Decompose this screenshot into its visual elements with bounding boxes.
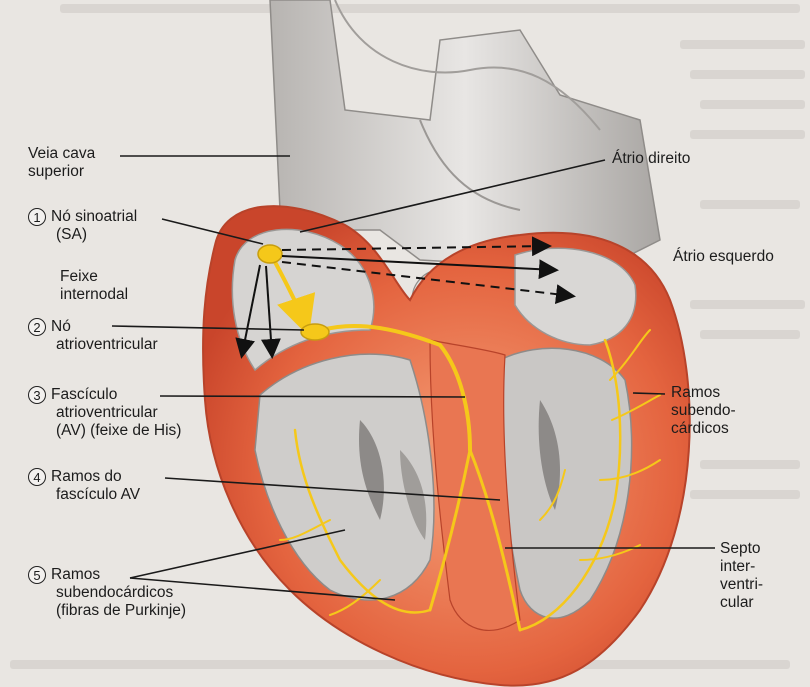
label-sa-line1: Nó sinoatrial [51,208,137,225]
label-atrio-esquerdo-text: Átrio esquerdo [673,248,774,265]
label-purk-line3: (fibras de Purkinje) [28,602,186,620]
label-vena-cava-line2: superior [28,163,95,181]
label-septo-line2: inter- [720,558,763,576]
label-rs-line2: subendo- [671,402,736,420]
label-septo-line3: ventri- [720,576,763,594]
label-fasc-line2: atrioventricular [28,404,181,422]
label-feixe-internodal: Feixe internodal [60,268,128,304]
number-badge-5: 5 [28,566,46,584]
label-ramos-line1: Ramos do [51,468,122,485]
number-badge-1: 1 [28,208,46,226]
number-badge-3: 3 [28,386,46,404]
label-purk-line2: subendocárdicos [28,584,186,602]
label-ramos-line2: fascículo AV [28,486,140,504]
label-atrio-direito: Átrio direito [612,150,690,168]
label-ramos-fasciculo: 4 Ramos do fascículo AV [28,468,140,504]
heart-myocardium [203,206,690,686]
label-feixe-line2: internodal [60,286,128,304]
label-atrio-direito-text: Átrio direito [612,150,690,167]
number-badge-2: 2 [28,318,46,336]
label-septo-line1: Septo [720,540,763,558]
label-sinoatrial-node: 1 Nó sinoatrial (SA) [28,208,137,244]
label-purk-line1: Ramos [51,566,100,583]
label-av-line2: atrioventricular [28,336,158,354]
number-badge-4: 4 [28,468,46,486]
sinoatrial-node [258,245,282,263]
label-fasc-line3: (AV) (feixe de His) [28,422,181,440]
label-septo-line4: cular [720,594,763,612]
label-vena-cava: Veia cava superior [28,145,95,181]
label-purkinje: 5 Ramos subendocárdicos (fibras de Purkin… [28,566,186,620]
label-av-node: 2 Nó atrioventricular [28,318,158,354]
label-ramos-subendocardicos: Ramos subendo- cárdicos [671,384,736,438]
label-rs-line3: cárdicos [671,420,736,438]
label-av-line1: Nó [51,318,71,335]
atrioventricular-node [301,324,329,340]
label-atrio-esquerdo: Átrio esquerdo [673,248,774,266]
label-septo: Septo inter- ventri- cular [720,540,763,612]
label-sa-line2: (SA) [28,226,137,244]
label-fasc-line1: Fascículo [51,386,117,403]
label-fasciculo-av: 3 Fascículo atrioventricular (AV) (feixe … [28,386,181,440]
label-feixe-line1: Feixe [60,268,128,286]
label-rs-line1: Ramos [671,384,736,402]
label-vena-cava-line1: Veia cava [28,145,95,163]
